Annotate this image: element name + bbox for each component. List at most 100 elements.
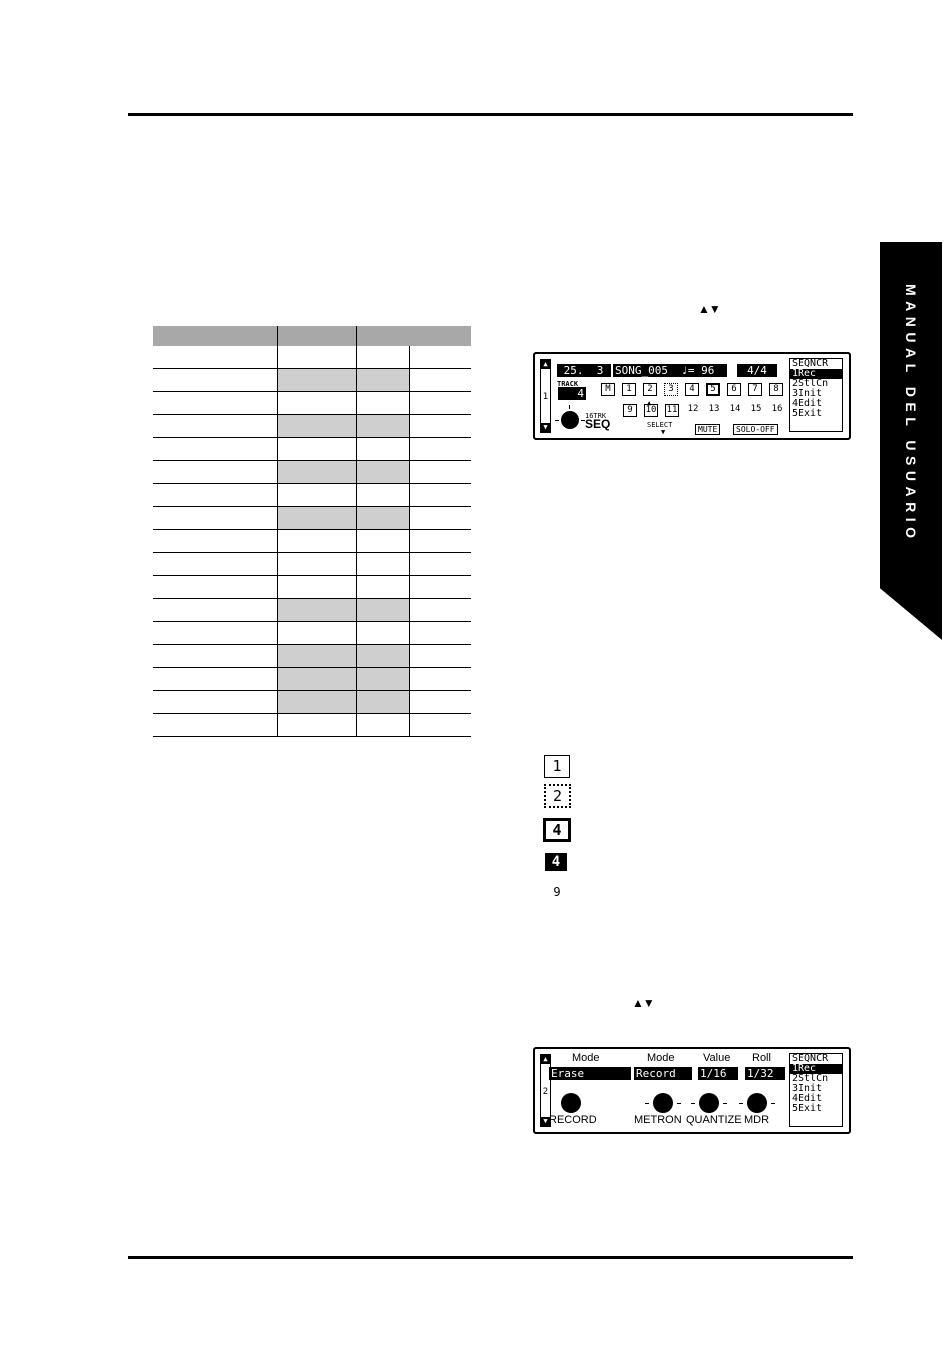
table-cell bbox=[409, 644, 471, 668]
table-row bbox=[153, 483, 471, 507]
scroll-down-icon[interactable]: ▼ bbox=[541, 1117, 550, 1126]
table-cell bbox=[356, 667, 410, 691]
metronome-mode-value[interactable]: Record bbox=[634, 1067, 692, 1080]
table-cell bbox=[153, 713, 278, 737]
table-cell bbox=[153, 346, 278, 369]
table-cell bbox=[356, 437, 410, 461]
track-value[interactable]: 4 bbox=[558, 387, 586, 400]
table-cell bbox=[277, 598, 357, 622]
menu-item-2stlcn[interactable]: 2StlCn bbox=[792, 378, 829, 389]
table-cell bbox=[356, 690, 410, 714]
track-knob-icon[interactable] bbox=[561, 411, 579, 429]
menu-item-1rec[interactable]: 1Rec bbox=[790, 1064, 842, 1074]
menu-item-3init[interactable]: 3Init bbox=[792, 388, 823, 399]
menu-item-2stlcn[interactable]: 2StlCn bbox=[792, 1073, 829, 1084]
table-cell bbox=[277, 414, 357, 438]
table-cell bbox=[277, 368, 357, 392]
track-button-3[interactable]: 2 bbox=[643, 383, 657, 396]
track-button-2[interactable]: 10 bbox=[644, 404, 658, 417]
metron-knob-icon[interactable] bbox=[653, 1093, 673, 1113]
table-cell bbox=[277, 506, 357, 530]
table-cell bbox=[277, 575, 357, 599]
table-cell bbox=[153, 483, 278, 507]
track-button-1[interactable]: 9 bbox=[623, 404, 637, 417]
track-button-4[interactable]: 3 bbox=[664, 383, 678, 396]
table-cell bbox=[153, 644, 278, 668]
song-name-tempo: SONG_005 ♩= 96 bbox=[613, 364, 727, 377]
table-cell bbox=[409, 529, 471, 553]
track-button-5[interactable]: 13 bbox=[708, 404, 720, 414]
record-mode-value[interactable]: Erase bbox=[549, 1067, 631, 1080]
quantize-value-header: Value bbox=[703, 1052, 731, 1064]
seq-small-label: 16TRK bbox=[585, 412, 607, 420]
record-knob-icon[interactable] bbox=[561, 1093, 581, 1113]
table-cell bbox=[153, 598, 278, 622]
table-header-row bbox=[153, 326, 471, 346]
table-cell bbox=[277, 713, 357, 737]
table-cell bbox=[356, 621, 410, 645]
track-button-5[interactable]: 4 bbox=[685, 383, 699, 396]
table-cell bbox=[277, 552, 357, 576]
table-cell bbox=[356, 391, 410, 415]
table-cell bbox=[277, 644, 357, 668]
table-cell bbox=[356, 713, 410, 737]
table-cell bbox=[277, 483, 357, 507]
track-selected-icon: 4 bbox=[543, 818, 571, 842]
table-cell bbox=[153, 667, 278, 691]
track-empty-icon: 9 bbox=[553, 885, 561, 899]
track-button-7[interactable]: 6 bbox=[727, 383, 741, 396]
track-button-4[interactable]: 12 bbox=[687, 404, 699, 414]
table-header-cell bbox=[277, 326, 357, 346]
track-button-1[interactable]: M bbox=[601, 383, 615, 396]
menu-title: SEQNCR bbox=[792, 358, 829, 369]
track-button-8[interactable]: 16 bbox=[771, 404, 783, 414]
table-cell bbox=[356, 346, 410, 369]
track-button-9[interactable]: 8 bbox=[769, 383, 783, 396]
table-cell bbox=[356, 460, 410, 484]
track-button-7[interactable]: 15 bbox=[750, 404, 762, 414]
track-normal-icon: 1 bbox=[544, 755, 570, 778]
track-button-8[interactable]: 7 bbox=[748, 383, 762, 396]
table-row bbox=[153, 460, 471, 484]
table-cell bbox=[277, 391, 357, 415]
table-header-cell bbox=[409, 326, 471, 346]
up-down-arrows-icon: ▲▼ bbox=[632, 996, 655, 1010]
track-button-6[interactable]: 14 bbox=[729, 404, 741, 414]
mdr-knob-icon[interactable] bbox=[747, 1093, 767, 1113]
table-cell bbox=[277, 690, 357, 714]
song-position: 25. 3 bbox=[557, 364, 611, 377]
table-cell bbox=[153, 414, 278, 438]
table-cell bbox=[277, 437, 357, 461]
scroll-up-icon[interactable]: ▲ bbox=[541, 360, 550, 369]
table-cell bbox=[153, 552, 278, 576]
quantize-knob-icon[interactable] bbox=[699, 1093, 719, 1113]
scroll-up-icon[interactable]: ▲ bbox=[541, 1055, 550, 1064]
quantize-value[interactable]: 1/16 bbox=[698, 1067, 738, 1080]
menu-item-1rec[interactable]: 1Rec bbox=[790, 369, 842, 379]
menu-item-4edit[interactable]: 4Edit bbox=[792, 398, 823, 409]
side-tab-label: MANUAL DEL USUARIO bbox=[903, 284, 919, 544]
menu-item-3init[interactable]: 3Init bbox=[792, 1083, 823, 1094]
table-cell bbox=[277, 621, 357, 645]
table-cell bbox=[409, 598, 471, 622]
track-button-6[interactable]: 5 bbox=[706, 383, 720, 396]
menu-title: SEQNCR bbox=[792, 1053, 829, 1064]
mute-button[interactable]: MUTE bbox=[695, 424, 721, 435]
solo-off-button[interactable]: SOLO-OFF bbox=[733, 424, 778, 435]
lcd-scrollbar[interactable]: ▲ 2 ▼ bbox=[540, 1054, 551, 1127]
scroll-down-icon[interactable]: ▼ bbox=[541, 423, 550, 432]
track-button-3[interactable]: 11 bbox=[665, 404, 679, 417]
table-cell bbox=[153, 391, 278, 415]
menu-item-5exit[interactable]: 5Exit bbox=[792, 1103, 823, 1114]
table-row bbox=[153, 529, 471, 553]
track-button-2[interactable]: 1 bbox=[622, 383, 636, 396]
table-cell bbox=[153, 575, 278, 599]
lcd-scrollbar[interactable]: ▲ 1 ▼ bbox=[540, 359, 551, 433]
roll-value[interactable]: 1/32 bbox=[745, 1067, 785, 1080]
menu-item-4edit[interactable]: 4Edit bbox=[792, 1093, 823, 1104]
table-row bbox=[153, 621, 471, 645]
page-number: 2 bbox=[542, 1087, 549, 1097]
record-mode-header: Mode bbox=[572, 1052, 600, 1064]
menu-item-5exit[interactable]: 5Exit bbox=[792, 408, 823, 419]
